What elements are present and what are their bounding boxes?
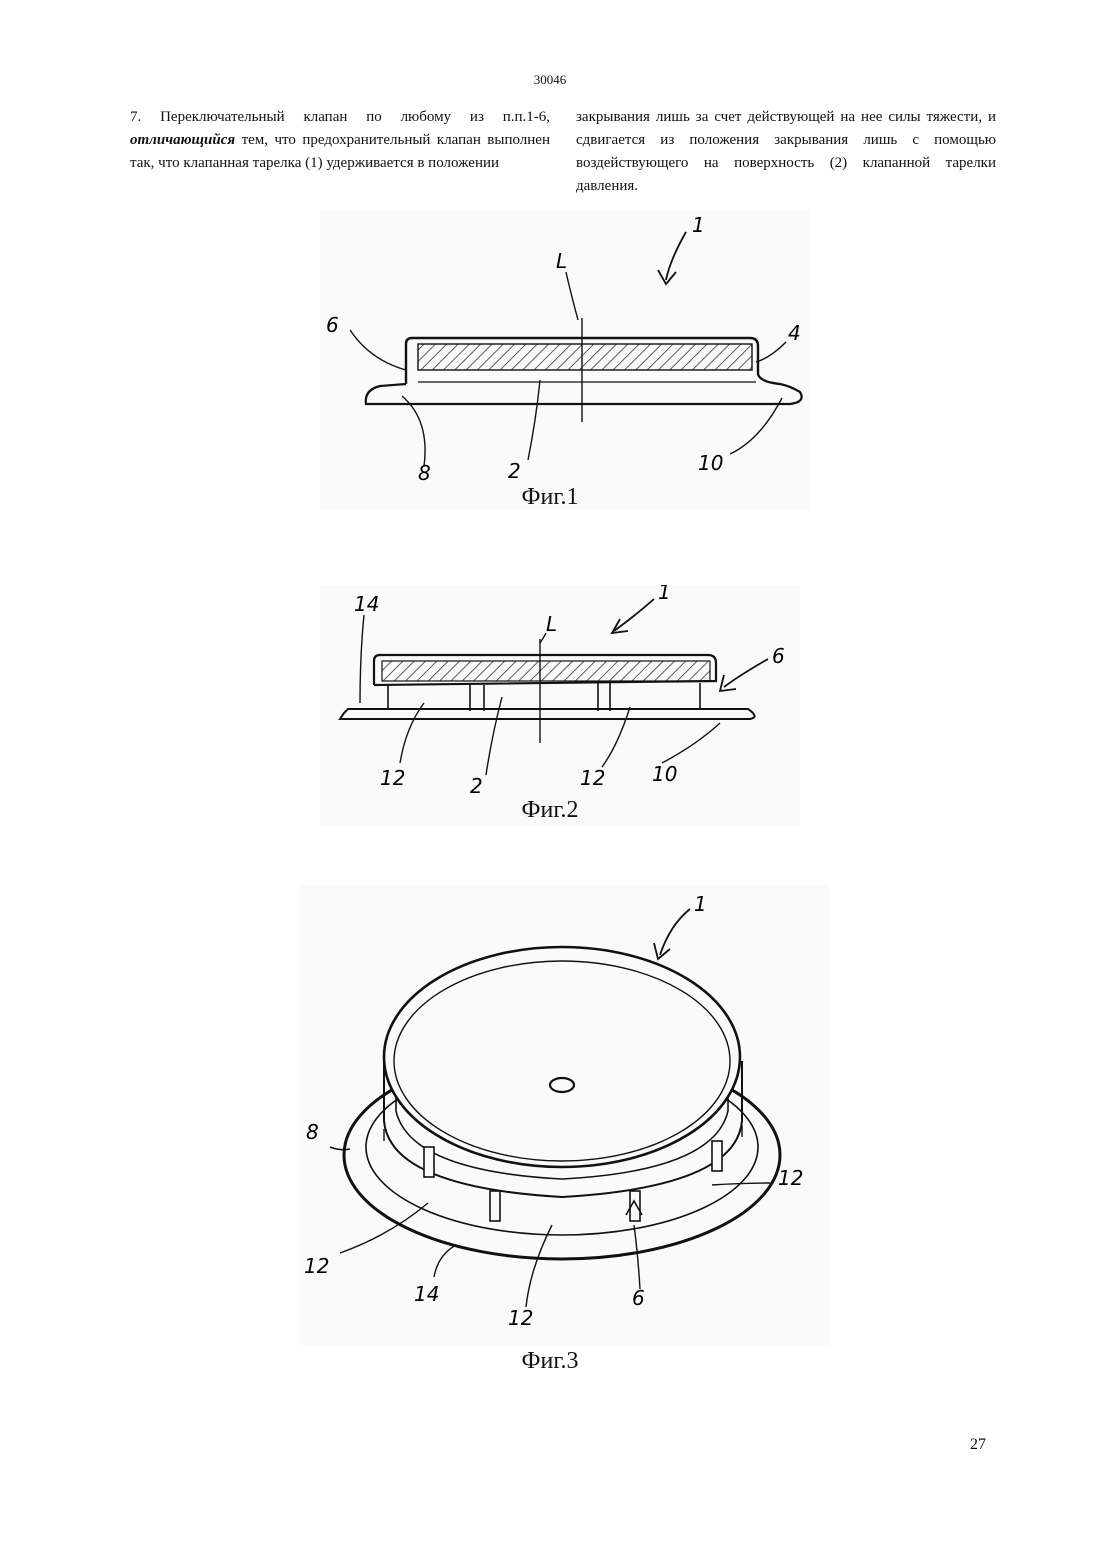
- figure-3-drawing: 1 8 12 12 14 12 6: [300, 885, 830, 1345]
- ref-label-12: 12: [580, 766, 605, 790]
- claim-emphasis: отличающийся: [130, 132, 235, 148]
- ref-label-4: 4: [788, 321, 801, 345]
- ref-label-6: 6: [632, 1286, 645, 1310]
- page-number: 27: [970, 1436, 986, 1454]
- hatched-section: [418, 344, 752, 370]
- claim-text-left-start: 7. Переключательный клапан по любому из …: [130, 109, 550, 125]
- ref-label-2: 2: [470, 774, 483, 798]
- ref-label-6: 6: [326, 313, 339, 337]
- claim-text-left: 7. Переключательный клапан по любому из …: [130, 106, 550, 175]
- figure-1-caption: Фиг.1: [0, 484, 1100, 511]
- ref-label-1: 1: [694, 892, 707, 916]
- ref-label-1: 1: [692, 213, 705, 237]
- claim-text-right: закрывания лишь за счет действующей на н…: [576, 106, 996, 198]
- ref-label-8: 8: [306, 1120, 319, 1144]
- ref-label-14: 14: [354, 592, 379, 616]
- ref-label-2: 2: [508, 459, 521, 483]
- ref-label-12: 12: [380, 766, 405, 790]
- ref-label-L: L: [556, 249, 567, 273]
- ref-label-12: 12: [304, 1254, 329, 1278]
- ref-label-L: L: [546, 612, 557, 636]
- figure-2-caption: Фиг.2: [0, 797, 1100, 824]
- ref-label-6: 6: [772, 644, 785, 668]
- hatched-section: [382, 661, 710, 681]
- ref-label-8: 8: [418, 461, 431, 485]
- figure-2-drawing: 14 L 1 6 12 2 12 10: [320, 585, 800, 825]
- figure-1-drawing: 1 L 6 4 8 2 10: [320, 210, 810, 510]
- ref-label-14: 14: [414, 1282, 439, 1306]
- figure-3-caption: Фиг.3: [0, 1348, 1100, 1375]
- ref-label-12: 12: [508, 1306, 533, 1330]
- ref-label-12: 12: [778, 1166, 803, 1190]
- ref-label-10: 10: [698, 451, 723, 475]
- patent-number: 30046: [0, 72, 1100, 88]
- ref-label-10: 10: [652, 762, 677, 786]
- ref-label-1: 1: [658, 585, 671, 604]
